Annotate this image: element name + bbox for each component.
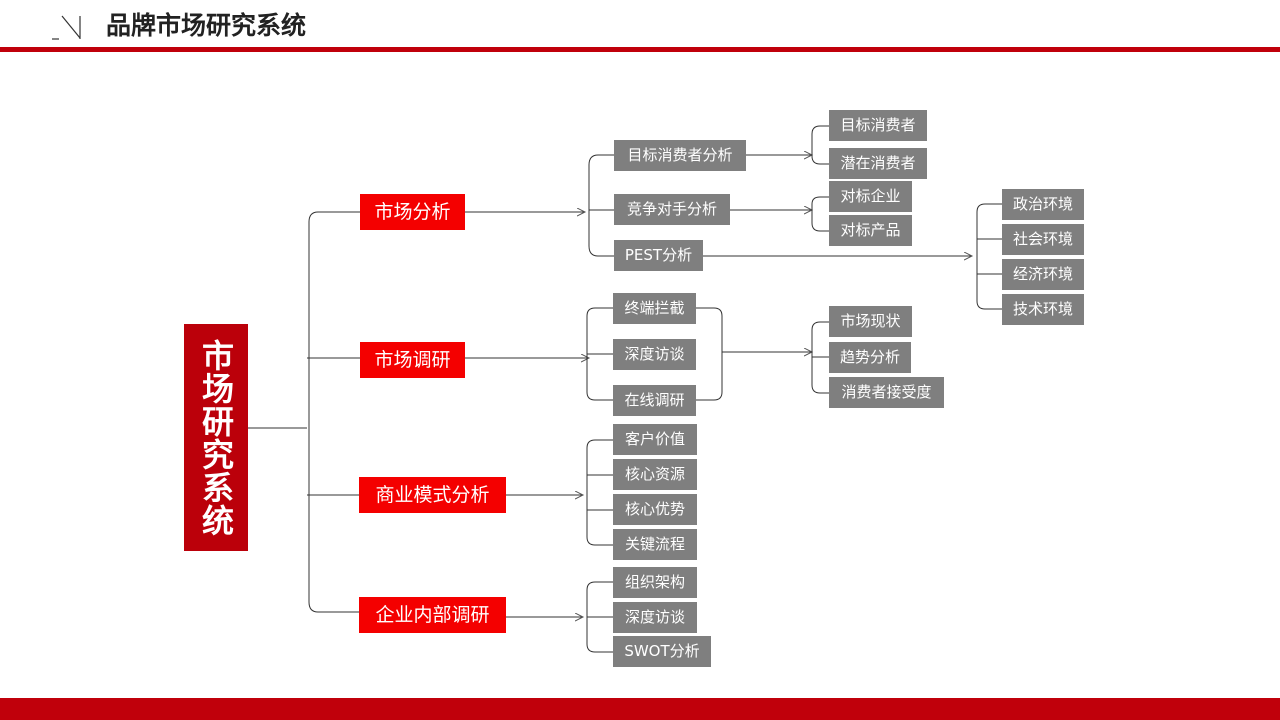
category-market-research: 市场调研 [360,342,465,378]
node-political-env: 政治环境 [1002,189,1084,220]
root-node: 市场研究系统 [184,324,248,551]
logo-mark-icon [52,15,81,40]
category-internal-research: 企业内部调研 [359,597,506,633]
node-economic-env: 经济环境 [1002,259,1084,290]
node-target-consumer: 目标消费者 [829,110,927,141]
node-benchmark-company: 对标企业 [829,181,912,212]
node-in-depth-interview-internal: 深度访谈 [613,602,697,633]
node-online-survey: 在线调研 [613,385,696,416]
footer-bar [0,698,1280,720]
category-market-analysis: 市场分析 [360,194,465,230]
node-trend-analysis: 趋势分析 [829,342,911,373]
node-core-resources: 核心资源 [613,459,697,490]
node-benchmark-product: 对标产品 [829,215,912,246]
header-rule [0,47,1280,52]
node-social-env: 社会环境 [1002,224,1084,255]
node-competitor-analysis: 竞争对手分析 [614,194,730,225]
category-business-model: 商业模式分析 [359,477,506,513]
node-terminal-intercept: 终端拦截 [613,293,696,324]
node-org-structure: 组织架构 [613,567,697,598]
node-customer-value: 客户价值 [613,424,697,455]
node-core-advantage: 核心优势 [613,494,697,525]
node-key-process: 关键流程 [613,529,697,560]
header: 品牌市场研究系统 [0,0,1280,54]
node-market-status: 市场现状 [829,306,912,337]
node-consumer-acceptance: 消费者接受度 [829,377,944,408]
node-swot-analysis: SWOT分析 [613,636,711,667]
root-label: 市场研究系统 [197,338,235,537]
page-title: 品牌市场研究系统 [106,11,307,40]
node-target-consumer-analysis: 目标消费者分析 [614,140,746,171]
node-potential-consumer: 潜在消费者 [829,148,927,179]
node-technology-env: 技术环境 [1002,294,1084,325]
node-pest-analysis: PEST分析 [614,240,703,271]
node-in-depth-interview: 深度访谈 [613,339,696,370]
